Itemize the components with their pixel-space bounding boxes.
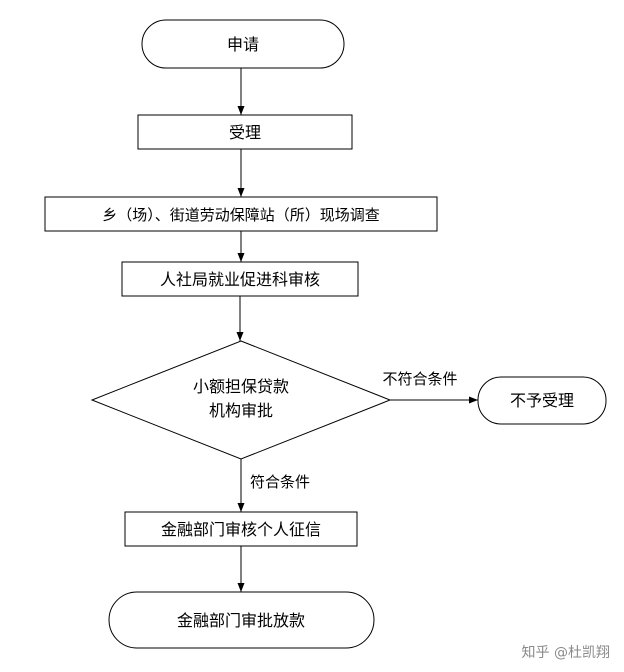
reject-terminator — [477, 376, 607, 425]
end-terminator — [108, 591, 375, 649]
reject-result-label: 不予受理 — [510, 391, 574, 410]
watermark: 知乎 @杜凯翔 — [521, 645, 610, 661]
review-label: 人社局就业促进科审核 — [160, 270, 320, 289]
pass-condition-label: 符合条件 — [250, 473, 310, 491]
review-box — [121, 261, 359, 297]
decision-diamond — [90, 340, 392, 460]
start-terminator — [141, 19, 345, 69]
credit-check-label: 金融部门审核个人征信 — [161, 520, 321, 539]
survey-label: 乡（场）、街道劳动保障站（所）现场调查 — [102, 206, 380, 224]
accept-label: 受理 — [229, 123, 261, 142]
credit-check-box — [124, 511, 358, 547]
decision-label-line1: 小额担保贷款 — [193, 377, 289, 396]
start-label: 申请 — [227, 35, 259, 54]
accept-box — [137, 114, 353, 150]
end-label: 金融部门审批放款 — [177, 611, 305, 630]
decision-label-line2: 机构审批 — [209, 401, 273, 420]
reject-condition-label: 不符合条件 — [382, 370, 457, 388]
